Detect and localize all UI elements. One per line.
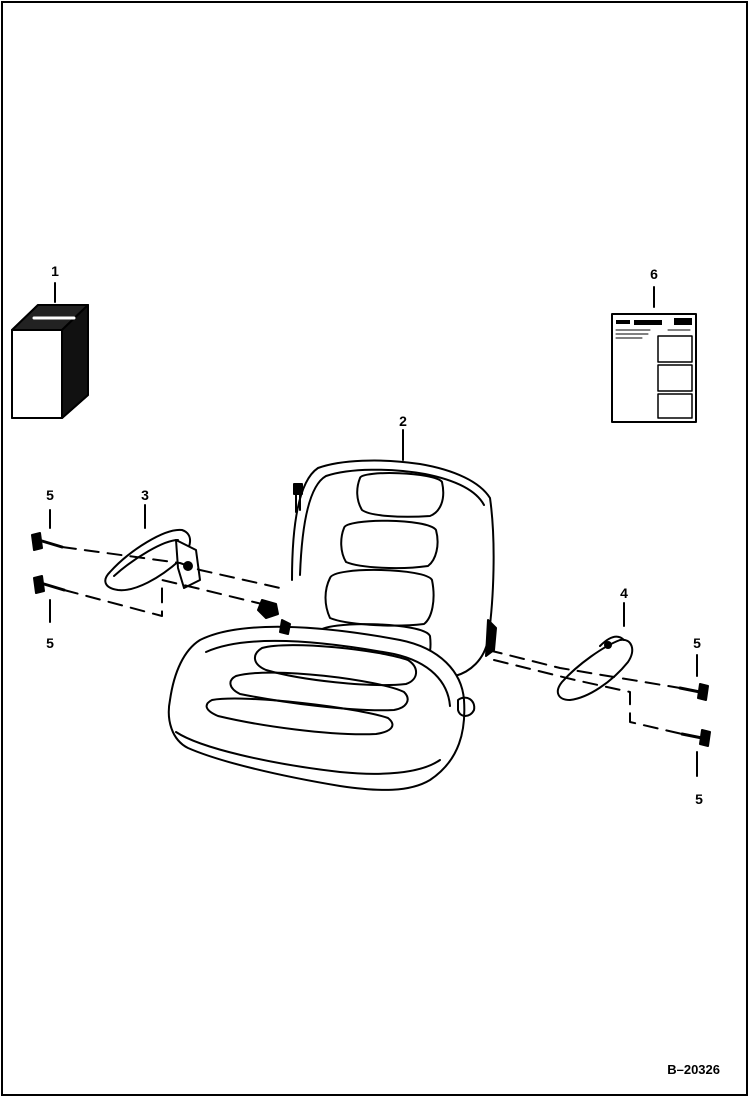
callout-1: 1 (51, 263, 59, 279)
callout-2: 2 (399, 413, 407, 429)
part-1-manual-box (11, 282, 89, 419)
callout-5-upper-left: 5 (46, 487, 54, 503)
part-3-left-armrest (104, 504, 201, 592)
bolt-upper-left (31, 509, 64, 551)
part-4-right-armrest (556, 602, 634, 701)
callout-5-lower-right: 5 (695, 791, 703, 807)
figure-reference-number: B–20326 (667, 1062, 720, 1077)
callout-4: 4 (620, 585, 628, 601)
callout-3: 3 (141, 487, 149, 503)
bolt-lower-left (33, 575, 66, 623)
part-6-instruction-decal (611, 286, 697, 423)
callout-5-upper-right: 5 (693, 635, 701, 651)
part-2-seat (167, 429, 497, 791)
bolt-lower-right (680, 729, 711, 777)
assembly-lines (61, 546, 683, 735)
bolt-upper-right (678, 654, 709, 701)
callout-5-lower-left: 5 (46, 635, 54, 651)
callout-6: 6 (650, 266, 658, 282)
